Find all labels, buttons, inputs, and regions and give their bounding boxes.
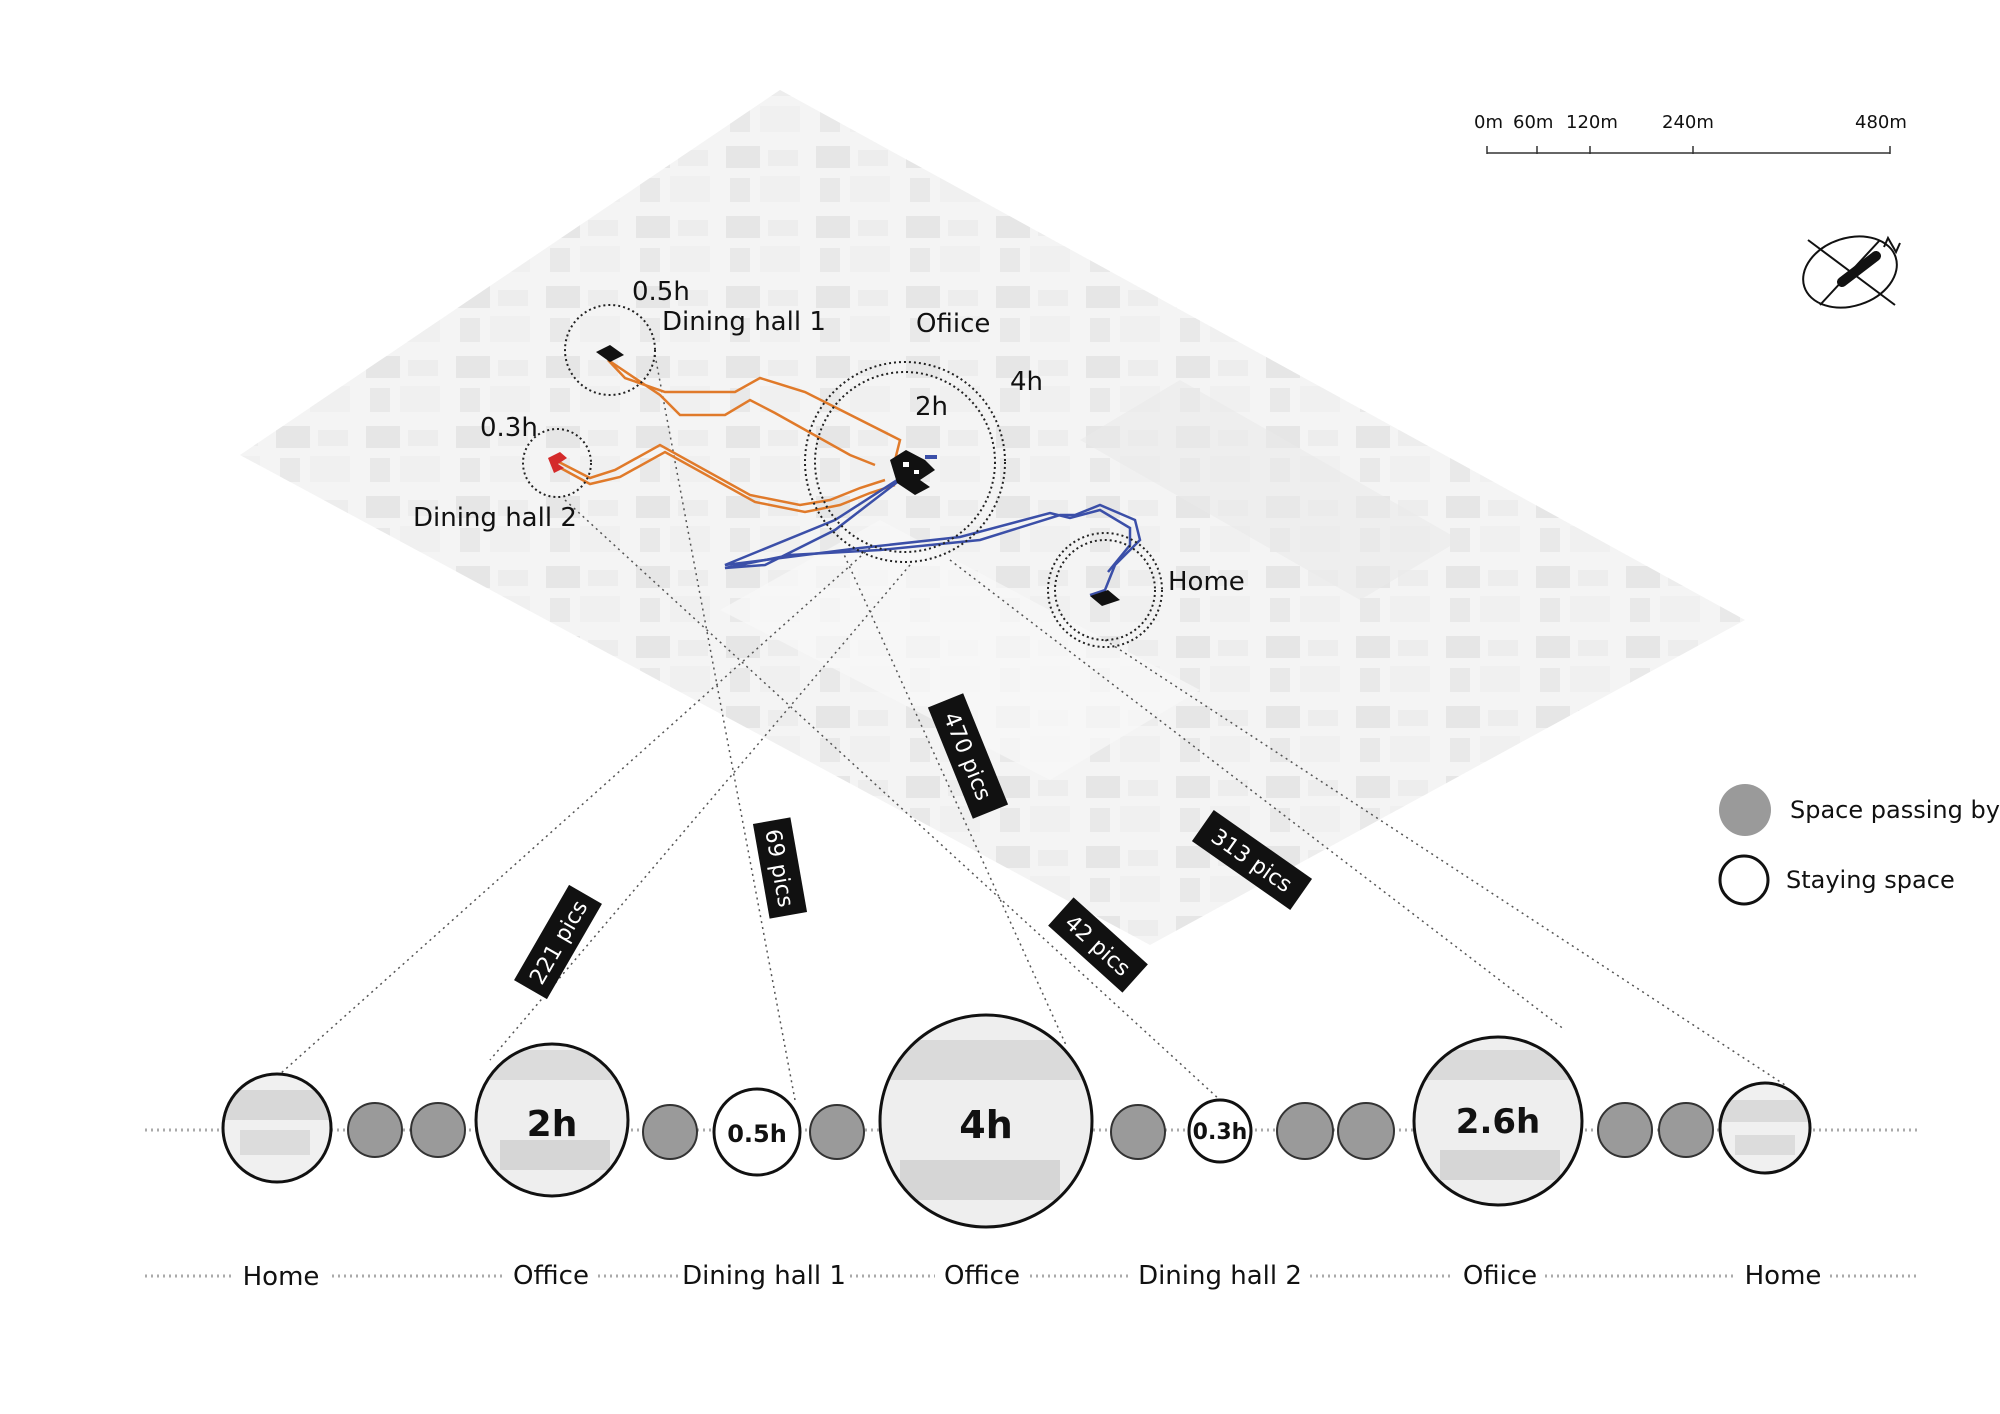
pic-tag: 221 pics [514, 884, 602, 1000]
staying-duration: 2.6h [1456, 1102, 1540, 1142]
staying-space-circle: 2h [474, 1042, 630, 1198]
timeline-label: Dining hall 1 [682, 1261, 846, 1291]
office-marker [890, 450, 937, 495]
route-orange [554, 358, 902, 514]
dining-hall-2-marker [548, 452, 567, 473]
staying-space-circle: 2.6h [1412, 1035, 1584, 1207]
map-labels: 0.5h Dining hall 1 Ofiice 4h 2h 0.3h Din… [413, 277, 1245, 597]
staying-space-circle [221, 1072, 333, 1184]
staying-duration: 0.3h [1193, 1120, 1248, 1145]
home-marker [1090, 590, 1120, 606]
map-markers [548, 345, 1120, 606]
passing-space-circle [1658, 1102, 1714, 1158]
pic-tag: 69 pics [752, 817, 808, 919]
scale-tick-label: 480m [1855, 112, 1907, 133]
passing-space-circle [410, 1102, 466, 1158]
legend-passing-label: Space passing by [1790, 796, 2000, 824]
scale-tick-label: 0m [1474, 112, 1503, 133]
connector-lines [279, 354, 1786, 1101]
dining-hall-1-name: Dining hall 1 [662, 307, 826, 337]
staying-space-circle [1718, 1081, 1812, 1175]
timeline-label: Ofiice [1463, 1261, 1537, 1291]
staying-duration: 2h [527, 1104, 578, 1145]
route-blue [724, 473, 1142, 597]
scale-tick-label: 120m [1566, 112, 1618, 133]
north-arrow-icon [1802, 235, 1901, 309]
dining-hall-1-marker [596, 345, 624, 362]
legend: Space passing by Staying space [1718, 784, 2000, 906]
passing-space-circle [1276, 1102, 1334, 1160]
timeline-label: Office [513, 1261, 589, 1291]
timeline-label: Office [944, 1261, 1020, 1291]
staying-space-circle: 0.3h [1187, 1098, 1253, 1164]
office-inner-time: 2h [915, 392, 948, 422]
office-outer-time: 4h [1010, 367, 1043, 397]
office-name: Ofiice [916, 309, 990, 339]
passing-space-circle [1110, 1104, 1166, 1160]
dining-hall-1-time: 0.5h [632, 277, 690, 307]
timeline: 2h 0.5h 4h 0.3h 2.6h [221, 1013, 1812, 1229]
pic-count-tags: 221 pics 69 pics 470 pics 42 pics 313 pi… [514, 693, 1313, 1000]
staying-duration: 4h [959, 1103, 1013, 1147]
dining-hall-2-time: 0.3h [480, 413, 538, 443]
scale-tick-label: 60m [1513, 112, 1553, 133]
passing-space-circle [1337, 1102, 1395, 1160]
passing-space-circle [1597, 1102, 1653, 1158]
home-name: Home [1168, 567, 1245, 597]
scale-tick-label: 240m [1662, 112, 1714, 133]
map-base [240, 90, 1745, 945]
timeline-label: Dining hall 2 [1138, 1261, 1302, 1291]
legend-staying-swatch [1718, 854, 1770, 906]
legend-staying-label: Staying space [1786, 866, 1955, 894]
staying-space-circle: 0.5h [712, 1087, 802, 1177]
passing-space-circle [642, 1104, 698, 1160]
passing-space-circle [347, 1102, 403, 1158]
legend-passing-swatch [1719, 784, 1771, 836]
timeline-label: Home [1745, 1261, 1822, 1291]
passing-space-circle [809, 1104, 865, 1160]
timeline-labels: Home Office Dining hall 1 Office Dining … [243, 1261, 1822, 1292]
staying-duration: 0.5h [727, 1120, 787, 1148]
staying-space-circle: 4h [878, 1013, 1094, 1229]
dining-hall-2-name: Dining hall 2 [413, 503, 577, 533]
map-staying-circles [522, 304, 1163, 648]
timeline-label: Home [243, 1262, 320, 1292]
scale-bar: 0m 60m 120m 240m 480m [1474, 112, 1907, 154]
